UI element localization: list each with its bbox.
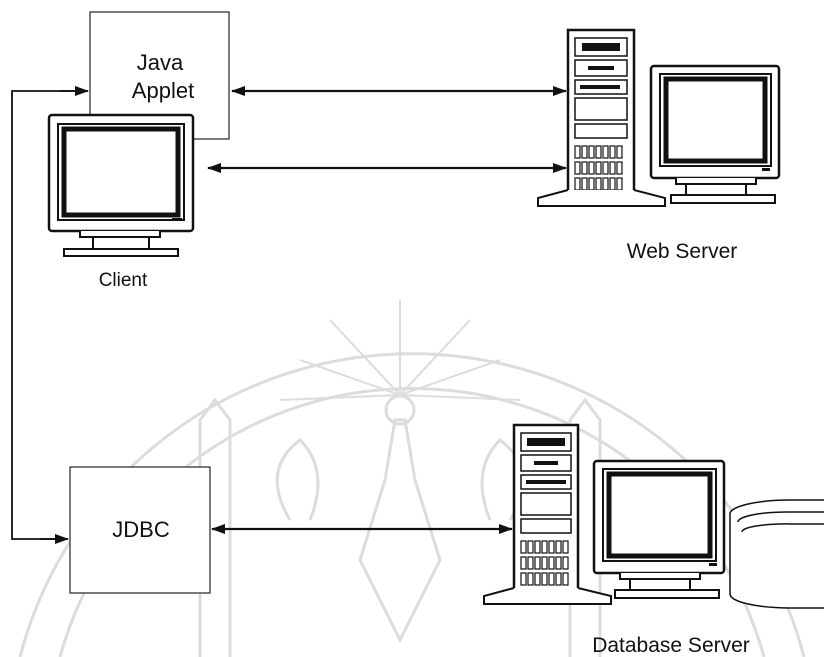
database-monitor-icon — [592, 459, 726, 599]
client-monitor-icon — [47, 113, 195, 257]
java-applet-label-line1: Java — [137, 50, 184, 75]
database-server-label: Database Server — [592, 634, 750, 657]
database-server-tower-icon — [483, 423, 612, 605]
database-disk-icon — [729, 499, 824, 609]
web-server-label: Web Server — [627, 240, 738, 263]
java-applet-label-line2: Applet — [132, 78, 194, 103]
connector-arrows — [11, 86, 567, 544]
web-server-monitor-icon — [649, 64, 781, 204]
jdbc-box — [69, 466, 211, 594]
jdbc-label: JDBC — [112, 517, 170, 542]
web-server-tower-icon — [537, 28, 666, 207]
client-label: Client — [99, 270, 148, 291]
